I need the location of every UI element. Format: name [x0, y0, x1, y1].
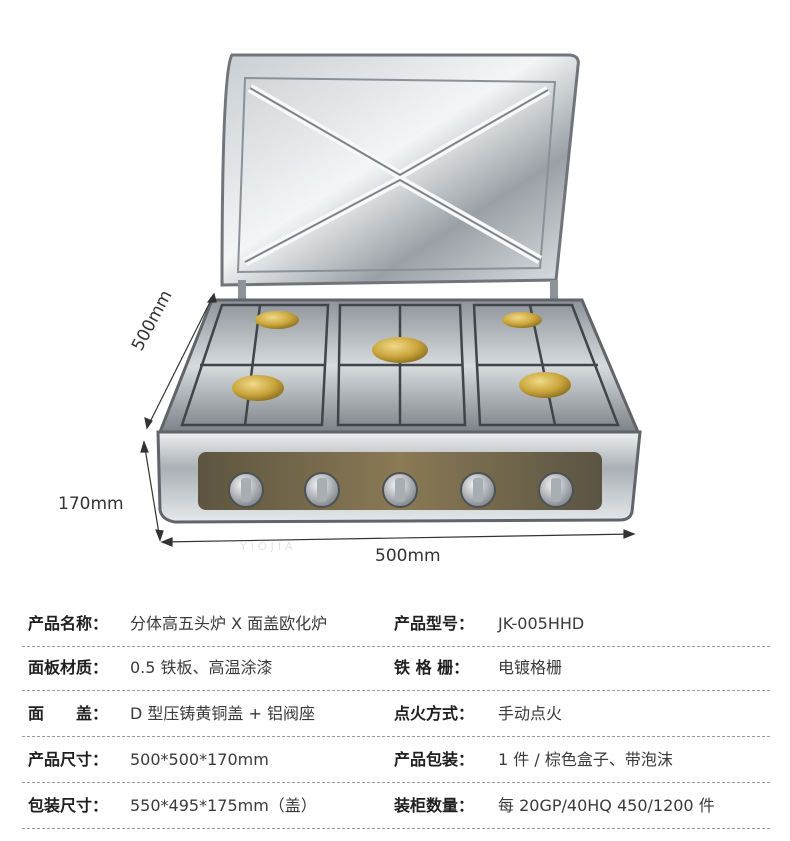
spec-label: 铁 格 栅： — [394, 658, 470, 677]
spec-label: 面板材质： — [28, 658, 109, 677]
spec-value: 0.5 铁板、高温涂漆 — [130, 658, 273, 677]
spec-value: 手动点火 — [498, 704, 563, 723]
spec-label: 点火方式： — [394, 704, 475, 723]
spec-label: 装柜数量： — [394, 796, 475, 815]
spec-value: JK-005HHD — [498, 614, 585, 633]
burner-front-left — [232, 375, 284, 401]
spec-value: 550*495*175mm（盖） — [130, 796, 317, 815]
spec-value: D 型压铸黄铜盖 + 铝阀座 — [130, 704, 315, 723]
burner-front-right — [519, 372, 571, 398]
product-photo: 500mm 170mm 500mm YIOJIA — [58, 53, 642, 566]
spec-row: 产品尺寸： 500*500*170mm 产品包装： 1 件 / 棕色盒子、带泡沫 — [22, 738, 770, 783]
height-dimension-label: 170mm — [58, 494, 124, 514]
spec-label: 面 盖： — [28, 704, 109, 723]
spec-value: 分体高五头炉 X 面盖欧化炉 — [130, 614, 328, 633]
spec-row: 产品名称： 分体高五头炉 X 面盖欧化炉 产品型号： JK-005HHD — [22, 602, 770, 647]
spec-value: 每 20GP/40HQ 450/1200 件 — [498, 796, 715, 815]
burner-back-right — [502, 312, 542, 328]
spec-label: 产品尺寸： — [28, 750, 109, 769]
spec-value: 1 件 / 棕色盒子、带泡沫 — [498, 750, 673, 769]
width-dimension-label: 500mm — [375, 546, 441, 566]
spec-row: 面 盖： D 型压铸黄铜盖 + 铝阀座 点火方式： 手动点火 — [22, 692, 770, 737]
lid — [220, 53, 580, 287]
control-panel — [156, 430, 642, 524]
spec-label: 产品包装： — [394, 750, 475, 769]
cooktop — [157, 298, 641, 434]
watermark-text: YIOJIA — [240, 540, 297, 553]
spec-label: 产品名称： — [28, 614, 109, 633]
spec-value: 电镀格栅 — [498, 658, 563, 677]
spec-value: 500*500*170mm — [130, 750, 269, 769]
spec-label: 包装尺寸： — [28, 796, 109, 815]
stove-illustration — [140, 53, 642, 547]
spec-row: 面板材质： 0.5 铁板、高温涂漆 铁 格 栅： 电镀格栅 — [22, 646, 770, 691]
spec-row: 包装尺寸： 550*495*175mm（盖） 装柜数量： 每 20GP/40HQ… — [22, 784, 770, 829]
burner-center — [372, 337, 428, 363]
burner-back-left — [255, 311, 299, 329]
spec-label: 产品型号： — [394, 614, 475, 633]
dimension-lines — [140, 292, 636, 547]
